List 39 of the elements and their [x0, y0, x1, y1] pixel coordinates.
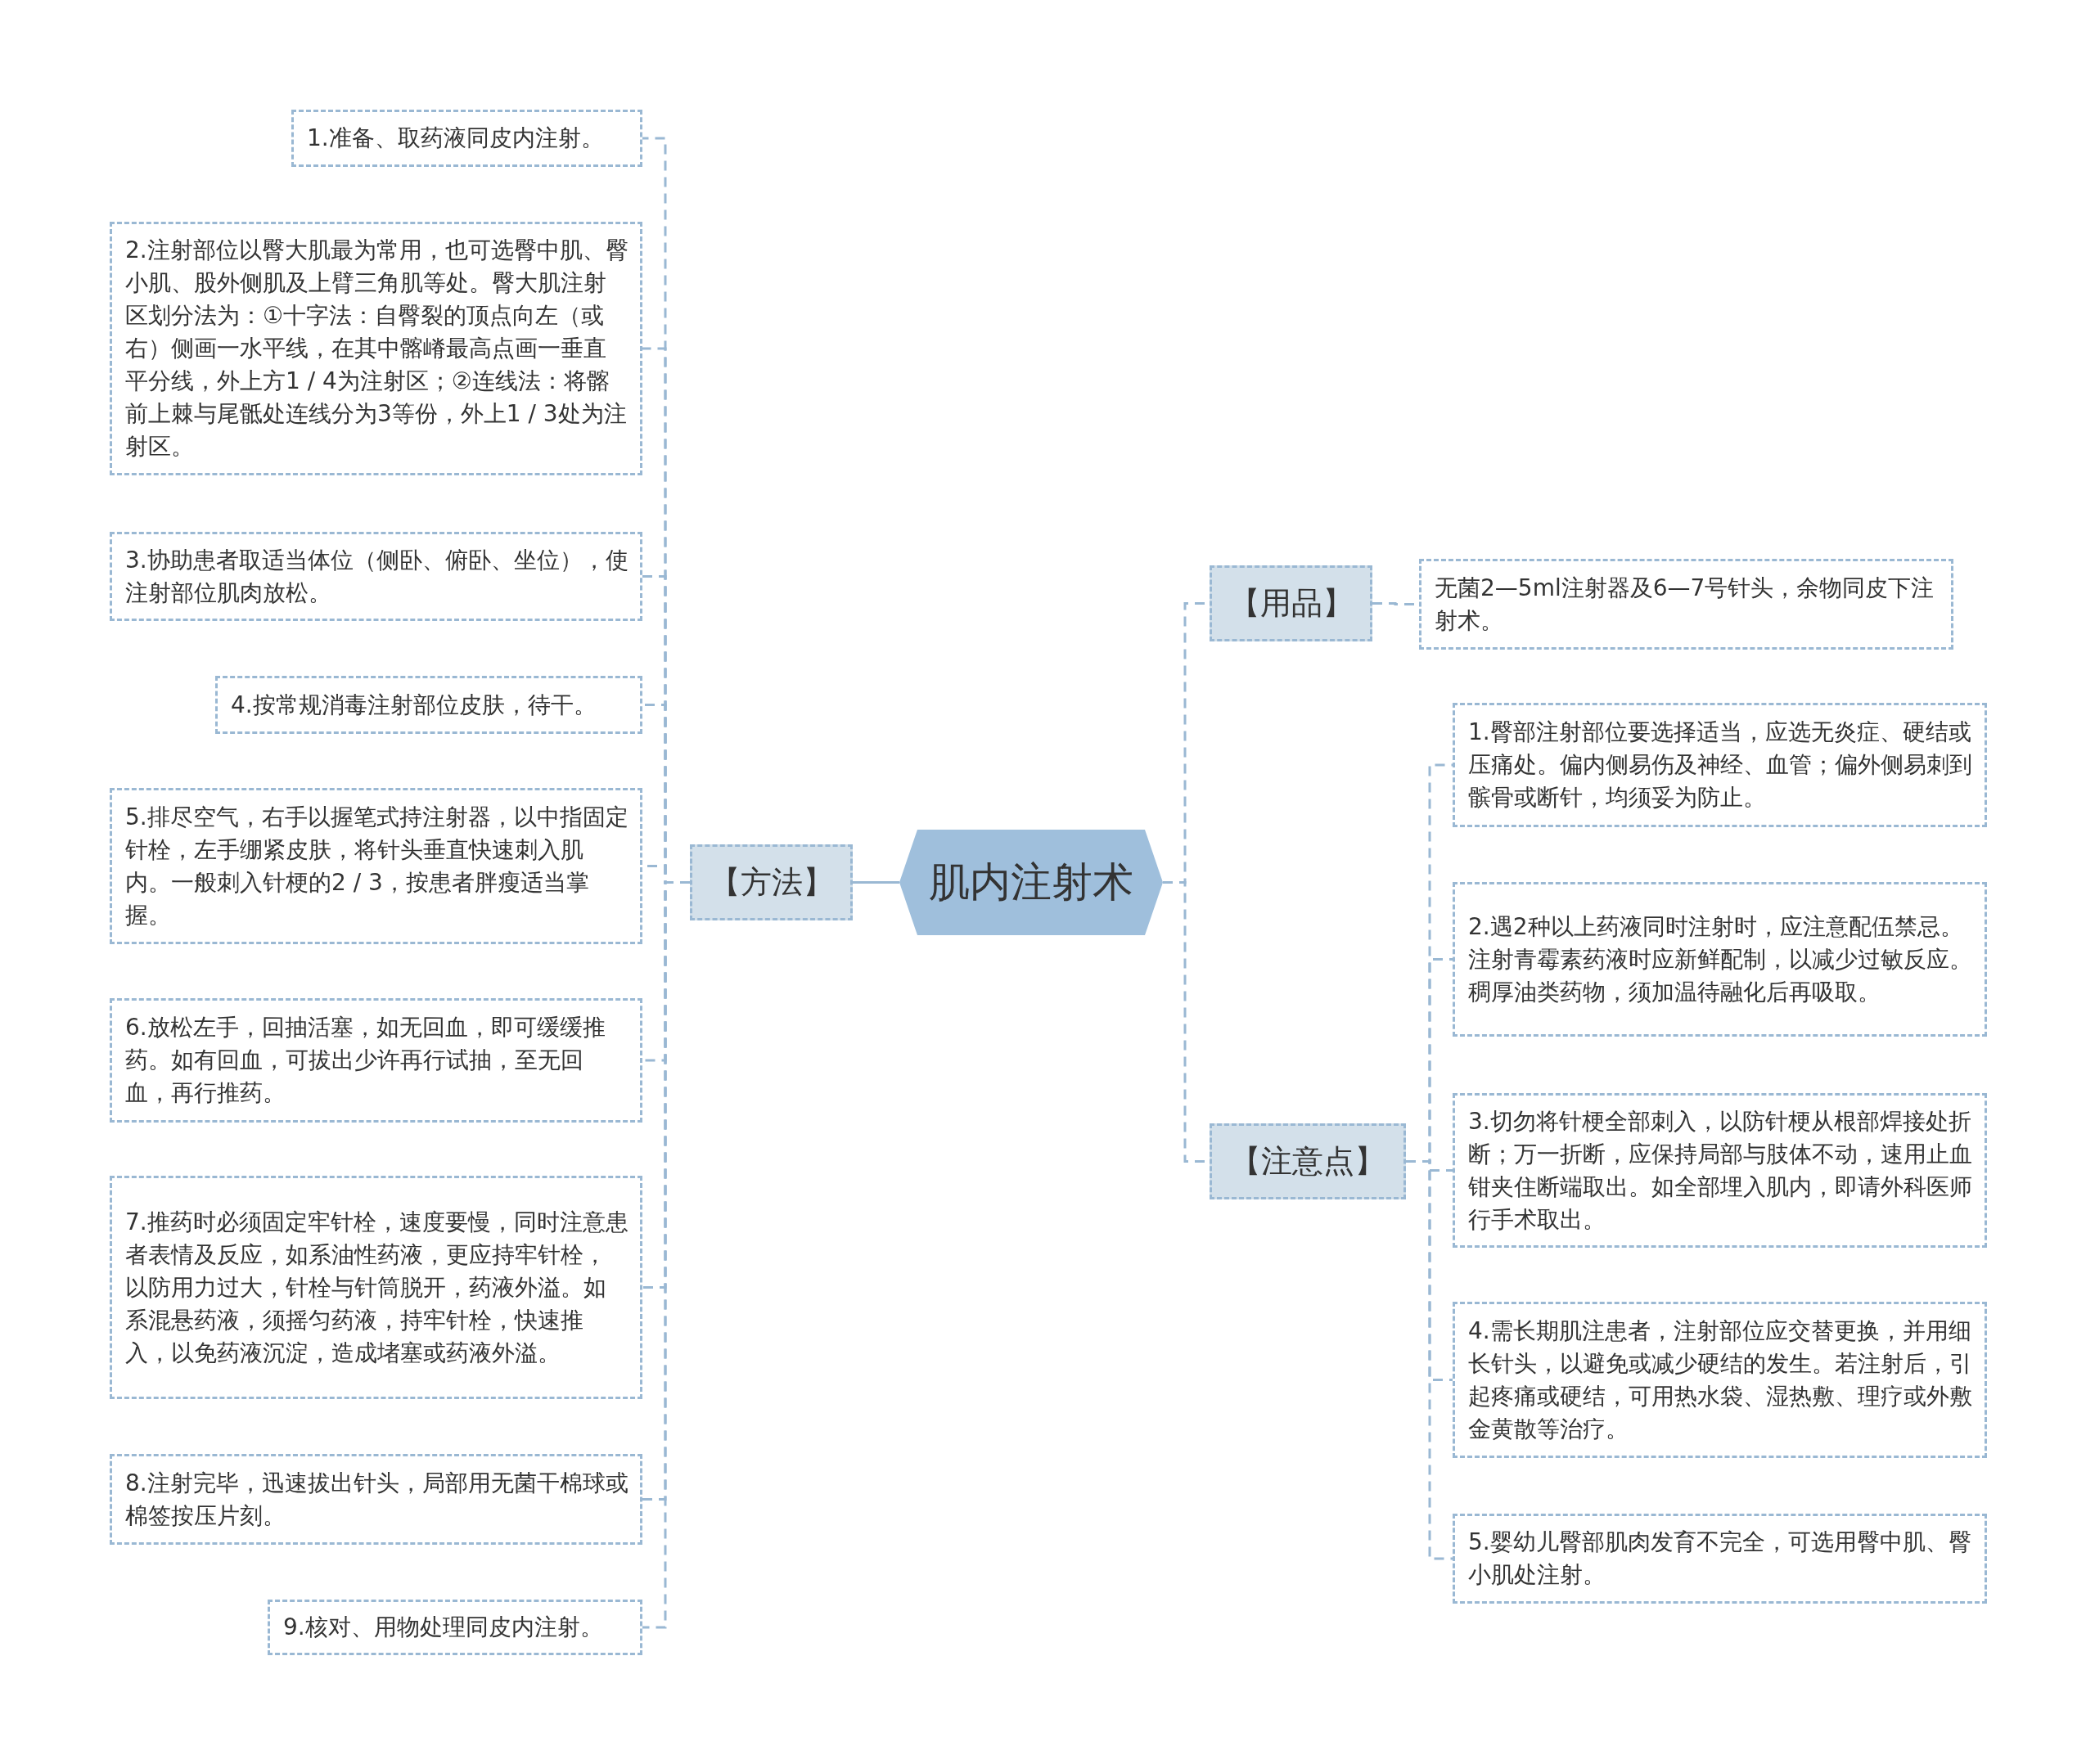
detail-box — [268, 1600, 642, 1655]
detail-text: 5.婴幼儿臀部肌肉发育不完全，可选用臀中肌、臀小肌处注射。 — [1468, 1528, 1972, 1590]
detail-text: 3.切勿将针梗全部刺入，以防针梗从根部焊接处折断；万一折断，应保持局部与肢体不动，速用止血钳夹住断端取出。如全部埋入肌内，即请外科医师行手术取出。 — [1468, 1106, 1973, 1235]
detail-text: 7.推药时必须固定牢针栓，速度要慢，同时注意患者表情及反应，如系油性药液，更应持牢针栓，以防用力过大，针栓与针筒脱开，药液外溢。如系混悬药液，须摇匀药液，持牢针栓，快速推入，以免药液沉淀，造成堵塞或药液外溢。 — [125, 1207, 628, 1368]
detail-box — [1453, 1514, 1987, 1604]
detail-text: 8.注射完毕，迅速拔出针头，局部用无菌干棉球或棉签按压片刻。 — [125, 1468, 628, 1531]
detail-box — [110, 1454, 642, 1545]
detail-box — [110, 222, 642, 475]
detail-text: 2.注射部位以臀大肌最为常用，也可选臀中肌、臀小肌、股外侧肌及上臂三角肌等处。臀大肌注射区划分法为：①十字法：自臀裂的顶点向左（或右）侧画一水平线，在其中髂嵴最高点画一垂直平分线，外上方1 / 4为注射区；②连线法：将髂前上棘与尾骶处连线分为3等份，外上1 / 3处为注射区。 — [125, 236, 628, 461]
detail-box — [110, 788, 642, 944]
category-box — [690, 844, 853, 920]
central-topic-hexagon — [899, 830, 1163, 935]
detail-box — [110, 1176, 642, 1399]
detail-text: 3.协助患者取适当体位（侧卧、俯卧、坐位），使注射部位肌肉放松。 — [125, 545, 628, 608]
detail-text: 1.准备、取药液同皮内注射。 — [307, 124, 604, 153]
detail-text: 4.需长期肌注患者，注射部位应交替更换，并用细长针头，以避免或减少硬结的发生。若注射后，引起疼痛或硬结，可用热水袋、湿热敷、理疗或外敷金黄散等治疗。 — [1468, 1316, 1973, 1444]
connector-line — [853, 881, 899, 884]
detail-text: 2.遇2种以上药液同时注射时，应注意配伍禁忌。注射青霉素药液时应新鲜配制，以减少过敏反应。稠厚油类药物，须加温待融化后再吸取。 — [1468, 911, 1973, 1007]
detail-text: 5.排尽空气，右手以握笔式持注射器，以中指固定针栓，左手绷紧皮肤，将针头垂直快速刺入肌内。一般刺入针梗的2 / 3，按患者胖瘦适当掌握。 — [125, 802, 628, 930]
central-topic-text: 肌内注射术 — [929, 857, 1133, 907]
detail-box — [1453, 1302, 1987, 1458]
category-label: 【方法】 — [709, 863, 834, 902]
category-label: 【用品】 — [1228, 584, 1354, 623]
detail-box — [110, 998, 642, 1123]
category-box — [1210, 1123, 1406, 1199]
detail-box — [1453, 703, 1987, 827]
category-box — [1210, 565, 1372, 641]
detail-box — [1453, 882, 1987, 1037]
detail-text: 9.核对、用物处理同皮内注射。 — [283, 1613, 603, 1642]
detail-box — [215, 676, 642, 734]
detail-box — [1453, 1093, 1987, 1248]
detail-text: 1.臀部注射部位要选择适当，应选无炎症、硬结或压痛处。偏内侧易伤及神经、血管；偏外侧易刺到髌骨或断针，均须妥为防止。 — [1468, 718, 1973, 812]
category-label: 【注意点】 — [1230, 1142, 1385, 1181]
detail-text: 6.放松左手，回抽活塞，如无回血，即可缓缓推药。如有回血，可拔出少许再行试抽，至无回血，再行推药。 — [125, 1013, 606, 1108]
detail-box — [110, 532, 642, 621]
detail-box — [1419, 559, 1953, 650]
detail-text: 无菌2—5ml注射器及6—7号针头，余物同皮下注射术。 — [1435, 573, 1935, 636]
detail-text: 4.按常规消毒注射部位皮肤，待干。 — [231, 690, 597, 720]
detail-box — [291, 110, 642, 167]
